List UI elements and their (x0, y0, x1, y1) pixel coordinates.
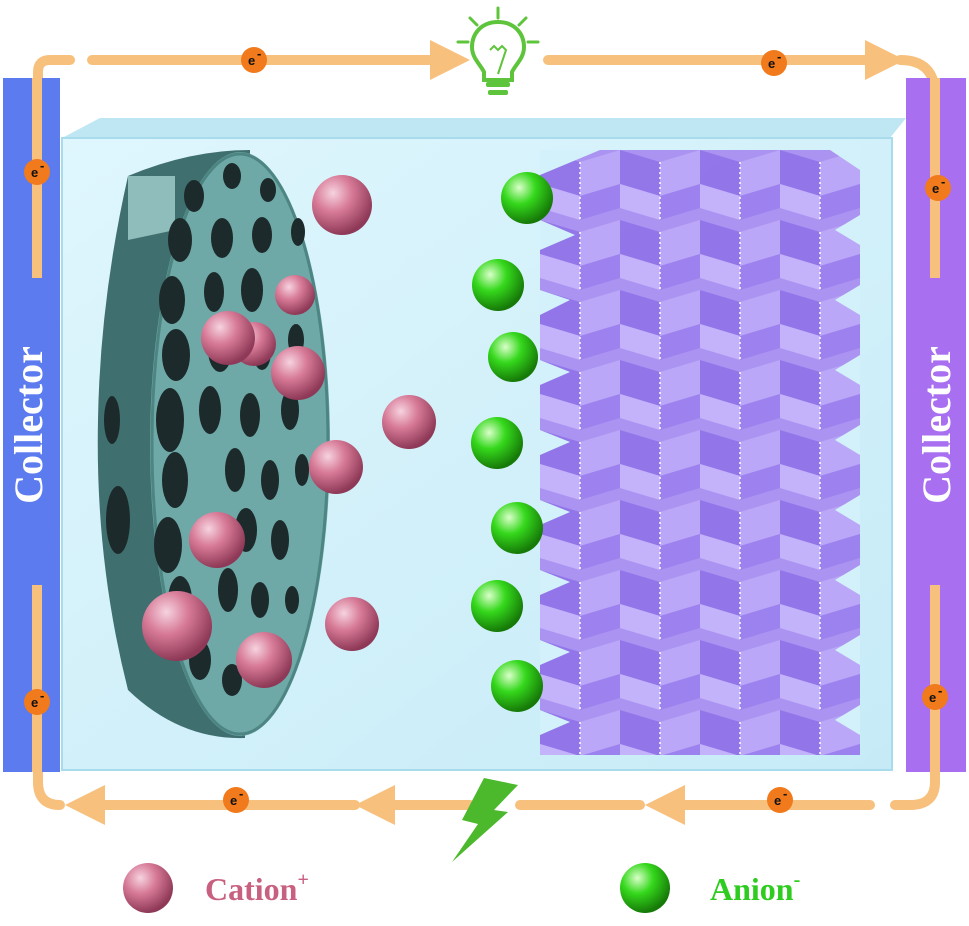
cation (271, 346, 325, 400)
svg-text:e: e (31, 695, 38, 710)
svg-text:-: - (783, 786, 787, 801)
svg-text:-: - (938, 683, 942, 698)
svg-text:e: e (932, 181, 939, 196)
svg-text:Anion-: Anion- (710, 869, 800, 907)
cation (325, 597, 379, 651)
legend-anion-label: Anion (710, 871, 794, 907)
legend-cation-superscript: + (297, 869, 308, 891)
svg-text:e: e (248, 53, 255, 68)
svg-text:-: - (257, 46, 261, 61)
svg-text:-: - (777, 49, 781, 64)
cation (236, 632, 292, 688)
svg-text:e: e (774, 793, 781, 808)
electron-badge: e - (922, 683, 948, 710)
anion (491, 502, 543, 554)
legend-anion-swatch (620, 863, 670, 913)
cation (275, 275, 315, 315)
svg-text:-: - (941, 174, 945, 189)
electron-badge: e - (241, 46, 267, 73)
layered-lattice-electrode (540, 150, 860, 755)
lightbulb-icon (456, 6, 540, 95)
electron-badge: e - (925, 174, 951, 201)
legend: Cation+ Anion- (123, 863, 800, 913)
cation (201, 311, 255, 365)
cation (312, 175, 372, 235)
cation (382, 395, 436, 449)
cation (142, 591, 212, 661)
left-collector-label: Collector (6, 346, 51, 504)
svg-text:e: e (230, 793, 237, 808)
anion (471, 580, 523, 632)
svg-text:e: e (929, 690, 936, 705)
electron-badge: e - (24, 688, 50, 715)
electron-badge: e - (761, 49, 787, 76)
anion (491, 660, 543, 712)
left-collector (3, 78, 60, 772)
cation (189, 512, 245, 568)
anion (471, 417, 523, 469)
anion (488, 332, 538, 382)
right-collector-label: Collector (914, 346, 959, 504)
svg-text:e: e (31, 165, 38, 180)
electron-badge: e - (24, 158, 50, 185)
legend-cation-swatch (123, 863, 173, 913)
cations (142, 175, 436, 688)
svg-text:-: - (239, 786, 243, 801)
electron-badge: e - (223, 786, 249, 813)
anions (471, 172, 553, 712)
anion (472, 259, 524, 311)
anion (501, 172, 553, 224)
legend-anion-superscript: - (794, 869, 801, 891)
electrons: e - e - e - e - e - e - e (24, 46, 951, 813)
svg-text:e: e (768, 56, 775, 71)
circuit-wire (18, 40, 955, 825)
cation (309, 440, 363, 494)
lightning-bolt-icon (452, 778, 518, 862)
legend-cation-label: Cation (205, 871, 298, 907)
svg-text:-: - (40, 688, 44, 703)
svg-text:Cation+: Cation+ (205, 869, 309, 907)
porous-disk-electrode (97, 150, 330, 739)
electron-badge: e - (767, 786, 793, 813)
svg-text:-: - (40, 158, 44, 173)
